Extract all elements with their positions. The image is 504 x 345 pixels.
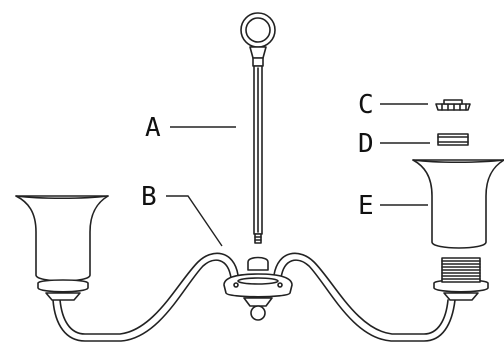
callout-b: B [141,182,223,247]
part-c-shade-ring [435,99,471,111]
part-d-collar [437,133,469,146]
callout-label-e: E [358,191,374,221]
left-lamp [15,195,109,301]
hanging-loop [240,12,276,59]
center-body [223,256,293,321]
callout-label-b: B [141,182,157,212]
part-a-downrod [240,12,276,244]
callout-c: C [358,90,428,120]
callout-label-c: C [358,90,374,120]
callout-d: D [358,129,430,159]
callout-a: A [145,113,236,143]
part-e-glass-shade [412,159,504,249]
right-socket [433,257,489,301]
callout-label-a: A [145,113,161,143]
downrod-tube [252,57,264,244]
part-b-arms [52,252,456,342]
callout-e: E [358,191,428,221]
callout-label-d: D [358,129,374,159]
